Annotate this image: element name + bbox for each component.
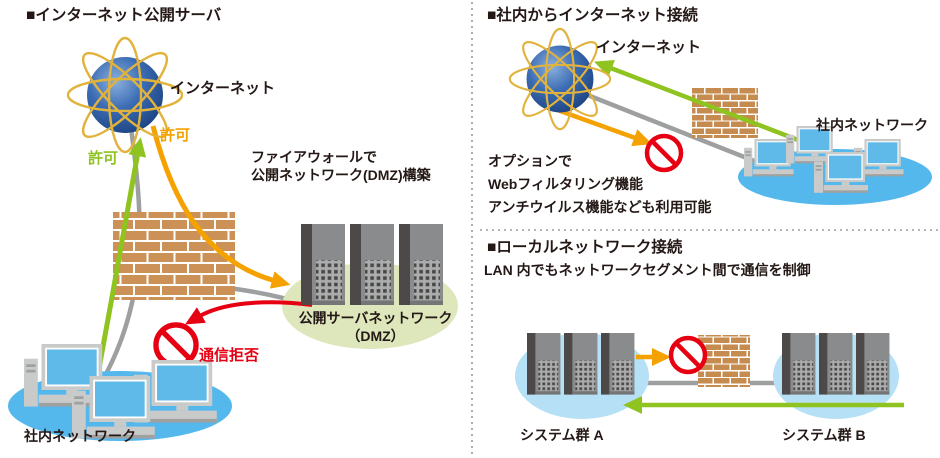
option-note-line1: オプションで xyxy=(488,153,572,169)
firewall-icon xyxy=(113,212,235,300)
system-group-a-label: システム群 A xyxy=(520,427,604,443)
option-note-line2: Webフィルタリング機能 xyxy=(488,176,644,192)
connector-line-globe-office xyxy=(579,89,773,171)
firewall-icon xyxy=(698,335,750,387)
allow-arrow-orange xyxy=(150,125,291,289)
deny-label: 通信拒否 xyxy=(199,347,260,364)
allow-arrow-green xyxy=(95,137,147,375)
option-note: オプションで Webフィルタリング機能 アンチウイルス機能なども利用可能 xyxy=(488,150,711,219)
firewall-note: ファイアウォールで 公開ネットワーク(DMZ)構築 xyxy=(251,149,431,184)
dmz-label-line1: 公開サーバネットワーク xyxy=(298,310,453,326)
prohibition-icon xyxy=(671,338,705,372)
server-icon xyxy=(527,333,561,395)
deny-arrow-red xyxy=(185,300,313,325)
server-icon xyxy=(564,333,598,395)
blocked-arrow-orange xyxy=(551,105,653,147)
panel-bottom-right-subtitle: LAN 内でもネットワークセグメント間で通信を制御 xyxy=(484,262,811,278)
panel-bottom-right-title: ■ローカルネットワーク接続 xyxy=(487,239,683,256)
dmz-label-line2: （DMZ） xyxy=(346,327,405,344)
prohibition-icon xyxy=(156,325,196,365)
server-icon xyxy=(301,224,345,305)
firewall-note-line1: ファイアウォールで xyxy=(251,149,377,165)
office-network-label: 社内ネットワーク xyxy=(816,117,928,133)
panel-top-right-title: ■社内からインターネット接続 xyxy=(487,7,698,24)
server-icon xyxy=(399,224,443,305)
server-icon xyxy=(856,333,890,395)
server-icon xyxy=(601,333,635,395)
allow-label-orange: 許可 xyxy=(160,127,191,144)
server-icon xyxy=(819,333,853,395)
lan-network-label: 社内ネットワーク xyxy=(24,428,136,444)
panel-left-title: ■インターネット公開サーバ xyxy=(26,7,222,24)
internet-label: インターネット xyxy=(170,80,276,97)
firewall-note-line2: 公開ネットワーク(DMZ)構築 xyxy=(251,166,431,183)
server-icon xyxy=(782,333,816,395)
server-icon xyxy=(350,224,394,305)
dmz-label: 公開サーバネットワーク （DMZ） xyxy=(288,310,463,345)
option-note-line3: アンチウイルス機能なども利用可能 xyxy=(488,199,712,215)
internet-label: インターネット xyxy=(596,39,702,56)
allow-label-green: 許可 xyxy=(88,150,119,167)
allow-arrow-green xyxy=(593,60,799,143)
system-group-b-label: システム群 B xyxy=(782,427,866,443)
